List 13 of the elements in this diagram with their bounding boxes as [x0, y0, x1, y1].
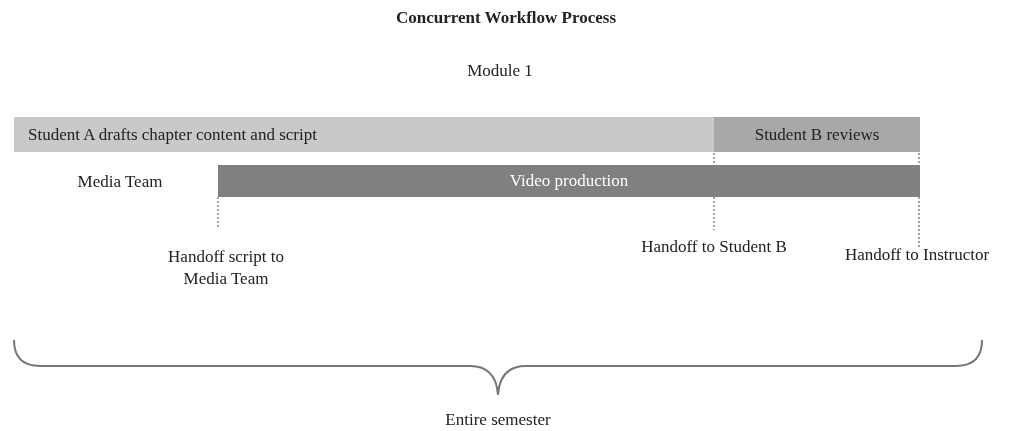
- task-label: Video production: [509, 171, 629, 191]
- diagram-title: Concurrent Workflow Process: [394, 8, 617, 28]
- task-label: Student B reviews: [754, 124, 880, 145]
- milestone-label: Handoff to Student B: [640, 236, 788, 258]
- span-label: Entire semester: [444, 409, 552, 431]
- task-bar: [714, 117, 920, 152]
- task-bar: [218, 165, 920, 197]
- module-label: Module 1: [466, 60, 534, 82]
- task-bar: [14, 117, 714, 152]
- task-label: Student A drafts chapter content and script: [28, 124, 317, 145]
- lane-label: Media Team: [76, 171, 164, 193]
- milestone-label: Handoff script to Media Team: [167, 246, 285, 290]
- milestone-label: Handoff to Instructor: [843, 244, 991, 266]
